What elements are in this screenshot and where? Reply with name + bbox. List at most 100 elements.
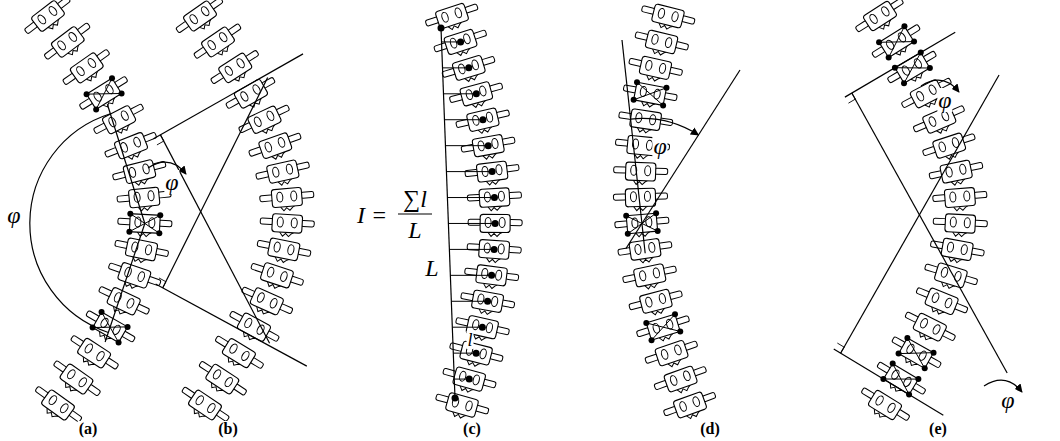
vertebra — [928, 236, 985, 267]
vertebra — [112, 235, 169, 267]
vertebra — [111, 156, 169, 191]
guide-line — [652, 314, 675, 340]
vertebra — [899, 73, 957, 118]
guide-line — [163, 78, 268, 288]
vertebra — [467, 187, 522, 212]
guide-line — [848, 93, 855, 103]
vertebra — [28, 382, 85, 431]
index-lines — [398, 25, 499, 402]
spine-column — [21, 0, 172, 431]
guide-line — [449, 249, 494, 250]
guide-line — [96, 78, 112, 109]
vertebra — [464, 159, 520, 187]
figure-label: (a) — [78, 421, 99, 437]
guide-line — [899, 352, 934, 354]
guide-line — [446, 171, 492, 172]
guide-line — [452, 327, 482, 328]
cobb-lines — [834, 32, 1007, 415]
angle-lines — [30, 104, 145, 342]
guide-line — [153, 54, 303, 139]
vertebra-mark — [892, 50, 933, 87]
vertebra — [259, 213, 314, 238]
vertebra-mark — [631, 79, 670, 108]
angle-symbol: φ — [937, 88, 952, 112]
angle-lines — [622, 40, 740, 253]
guide-line — [450, 275, 491, 276]
vertebra — [639, 1, 697, 35]
vertebra — [932, 186, 988, 212]
vertebra — [632, 27, 690, 61]
formula-denominator: L — [407, 218, 422, 242]
vertebra — [468, 214, 522, 236]
guide-line — [834, 349, 944, 415]
guide-line — [443, 93, 476, 94]
formula-numerator: ∑l — [402, 187, 428, 211]
distance-label: l — [466, 331, 473, 349]
guide-line — [883, 379, 918, 380]
guide-line — [451, 301, 487, 302]
guide-line — [443, 67, 469, 68]
guide-line — [156, 284, 307, 366]
vertebra — [621, 261, 678, 294]
cobb-lines — [153, 54, 306, 366]
guide-line — [445, 145, 488, 146]
figure-label: (b) — [217, 421, 239, 437]
guide-line — [852, 93, 1007, 373]
vertebra-mark — [84, 75, 125, 112]
angle-symbol: φ — [6, 203, 21, 227]
vertebra — [432, 389, 490, 425]
vertebra — [440, 363, 498, 399]
length-label: L — [424, 256, 439, 280]
angle-symbol: φ — [164, 170, 179, 194]
formula-text: I = — [356, 203, 388, 227]
angle-symbol: φ — [1000, 388, 1015, 412]
vertebra — [614, 134, 670, 161]
vertebra — [855, 383, 913, 430]
figure-label: (d) — [699, 421, 721, 437]
vertebra — [466, 239, 521, 265]
vertebra — [617, 107, 674, 137]
figure-label: (c) — [462, 421, 482, 437]
vertebra-mark — [880, 361, 921, 398]
vertebra — [627, 286, 685, 321]
spine-column — [424, 0, 523, 425]
vertebra — [455, 105, 513, 139]
guide-line — [444, 119, 482, 120]
guide-line — [837, 343, 844, 353]
guide-line — [105, 223, 145, 342]
vertebra-mark — [876, 23, 917, 60]
guide-line — [841, 75, 999, 353]
guide-line — [447, 197, 494, 198]
vertebra — [259, 186, 315, 212]
vertebra — [453, 313, 510, 346]
guide-line — [159, 278, 166, 288]
figure-label: (e) — [928, 421, 948, 437]
guide-line — [626, 70, 740, 249]
vertebra — [447, 338, 505, 373]
vertebra — [613, 162, 668, 186]
guide-line — [634, 88, 667, 100]
guide-line — [889, 26, 905, 57]
vertebra — [933, 213, 988, 238]
guide-line — [441, 28, 455, 398]
guide-line — [622, 40, 645, 253]
vertebra — [459, 288, 516, 319]
vertebra — [463, 263, 519, 292]
guide-line — [398, 213, 432, 214]
guide-line — [107, 104, 144, 223]
vertebra-mark — [896, 335, 937, 371]
vertebra — [255, 235, 312, 267]
guide-line — [448, 223, 495, 224]
angle-symbol: φ — [653, 134, 668, 158]
vertebra-mark — [643, 311, 683, 343]
spine-column — [173, 0, 315, 431]
spine-column — [613, 1, 720, 427]
vertebra — [448, 78, 506, 113]
vertebra — [626, 53, 684, 86]
vertebra — [247, 128, 305, 167]
vertebra — [21, 0, 77, 43]
vertebra — [255, 157, 313, 190]
guide-line — [157, 135, 164, 145]
vertebra — [440, 51, 498, 88]
